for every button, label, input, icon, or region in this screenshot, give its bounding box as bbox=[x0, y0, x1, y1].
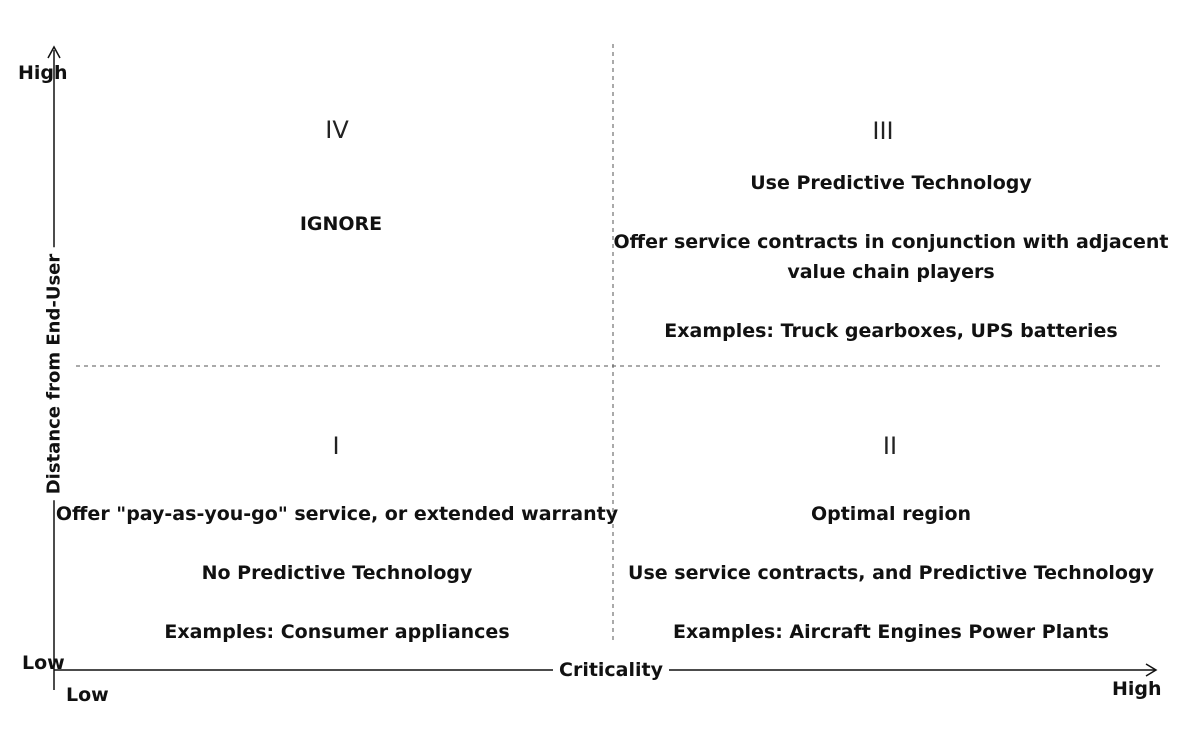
quadrant-ii-text-3: Examples: Aircraft Engines Power Plants bbox=[673, 621, 1109, 643]
quadrant-iv-numeral: IV bbox=[325, 116, 349, 144]
quadrant-i-numeral: I bbox=[332, 432, 340, 460]
y-axis-low-label: Low bbox=[22, 652, 65, 674]
quadrant-ii-text-2: Use service contracts, and Predictive Te… bbox=[628, 562, 1154, 584]
quadrant-iii-text-4: Examples: Truck gearboxes, UPS batteries bbox=[664, 320, 1118, 342]
quadrant-iii-numeral: III bbox=[872, 117, 894, 145]
quadrant-iii-text-3: value chain players bbox=[787, 261, 995, 283]
quadrant-i-text-1: Offer "pay-as-you-go" service, or extend… bbox=[55, 503, 619, 525]
quadrant-iv-text-1: IGNORE bbox=[299, 213, 383, 235]
quadrant-iii-text-2: Offer service contracts in conjunction w… bbox=[613, 231, 1169, 253]
quadrant-ii-numeral: II bbox=[882, 432, 898, 460]
x-axis-high-label: High bbox=[1112, 678, 1162, 700]
x-axis-title: Criticality bbox=[553, 659, 669, 681]
y-axis-title: Distance from End-User bbox=[43, 247, 65, 501]
x-axis-low-label: Low bbox=[66, 684, 109, 706]
y-axis-high-label: High bbox=[18, 62, 68, 84]
quadrant-ii-text-1: Optimal region bbox=[810, 503, 972, 525]
x-axis-arrow-icon bbox=[1145, 663, 1158, 677]
quadrant-iii-text-1: Use Predictive Technology bbox=[750, 172, 1032, 194]
quadrant-i-text-2: No Predictive Technology bbox=[201, 562, 473, 584]
quadrant-i-text-3: Examples: Consumer appliances bbox=[164, 621, 510, 643]
y-axis-arrow-icon bbox=[47, 45, 61, 59]
